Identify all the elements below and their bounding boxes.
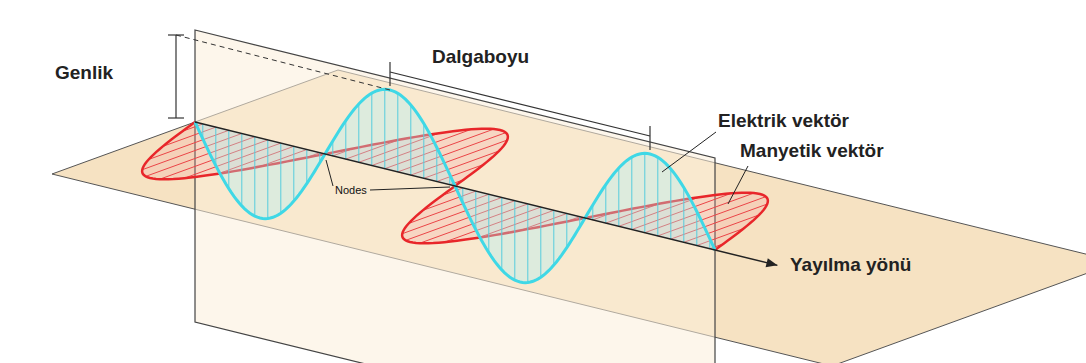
propagation-arrowhead [766, 258, 778, 267]
electric-vector-label: Elektrik vektör [718, 110, 849, 132]
wavelength-bracket [390, 62, 650, 150]
nodes-label: Nodes [335, 184, 367, 197]
leader-lines [326, 132, 748, 204]
magnetic-vector-label: Manyetik vektör [740, 140, 884, 162]
amplitude-dash [176, 35, 390, 90]
amplitude-bracket [168, 35, 184, 118]
propagation-label: Yayılma yönü [790, 254, 911, 276]
amplitude-label: Genlik [55, 62, 113, 84]
propagation-axis [195, 122, 777, 265]
wavelength-label: Dalgaboyu [432, 46, 529, 68]
